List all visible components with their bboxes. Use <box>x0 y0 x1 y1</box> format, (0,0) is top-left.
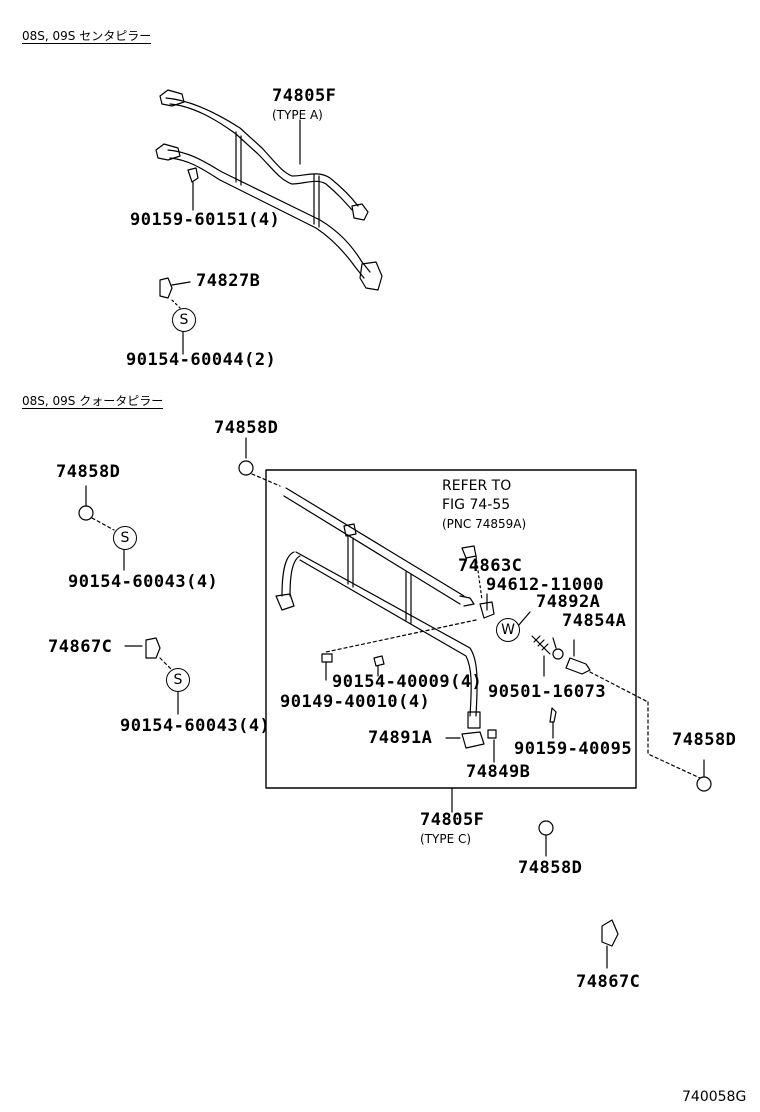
center-pillar-rail-drawing <box>155 89 383 355</box>
part-label-90501-16073: 90501-16073 <box>488 682 607 702</box>
part-label-74805F-type-c: 74805F <box>420 810 485 830</box>
part-label-74863C: 74863C <box>458 556 523 576</box>
type-c-label: (TYPE C) <box>420 832 472 846</box>
part-label-74867C-left: 74867C <box>48 637 113 657</box>
part-label-90159-60151: 90159-60151(4) <box>130 210 281 230</box>
pnc-reference-label: (PNC 74859A) <box>442 517 527 531</box>
part-label-74867C-bottom: 74867C <box>576 972 641 992</box>
part-label-94612-11000: 94612-11000 <box>486 575 605 595</box>
part-label-74854A: 74854A <box>562 611 627 631</box>
fig-reference-label: FIG 74-55 <box>442 497 511 513</box>
part-label-90154-60043-b: 90154-60043(4) <box>120 716 271 736</box>
part-label-74827B: 74827B <box>196 271 261 291</box>
section-title-quarter-pillar: 08S, 09S クォータピラー <box>22 394 164 409</box>
part-label-74849B: 74849B <box>466 762 531 782</box>
quarter-pillar-drawing <box>78 437 712 969</box>
symbol-s-1: S <box>172 308 196 332</box>
part-label-90154-40009: 90154-40009(4) <box>332 672 483 692</box>
part-label-74858D-bottom: 74858D <box>518 858 583 878</box>
part-label-90149-40010: 90149-40010(4) <box>280 692 431 712</box>
part-label-74858D-right: 74858D <box>672 730 737 750</box>
symbol-w: W <box>496 618 520 642</box>
part-label-90159-40095: 90159-40095 <box>514 739 633 759</box>
symbol-s-2: S <box>113 526 137 550</box>
section-title-center-pillar: 08S, 09S センタピラー <box>22 29 152 44</box>
type-a-label: (TYPE A) <box>272 108 323 122</box>
part-label-90154-60043-a: 90154-60043(4) <box>68 572 219 592</box>
part-label-74805F-type-a: 74805F <box>272 86 337 106</box>
refer-to-label: REFER TO <box>442 478 512 494</box>
part-label-74891A: 74891A <box>368 728 433 748</box>
part-label-74858D-left: 74858D <box>56 462 121 482</box>
symbol-s-3: S <box>166 668 190 692</box>
part-label-74858D-top: 74858D <box>214 418 279 438</box>
part-label-90154-60044: 90154-60044(2) <box>126 350 277 370</box>
part-label-74892A: 74892A <box>536 592 601 612</box>
diagram-code: 740058G <box>682 1089 747 1105</box>
